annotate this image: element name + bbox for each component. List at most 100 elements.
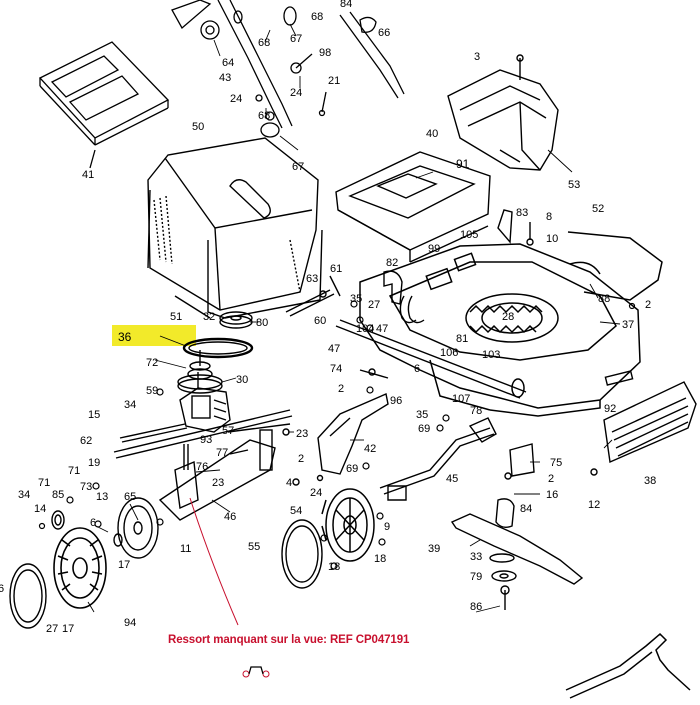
- part-label: 73: [80, 481, 92, 493]
- part-label: 2: [338, 383, 344, 395]
- part-label: 34: [18, 489, 30, 501]
- part-label: 23: [296, 428, 308, 440]
- side-discharge-plate: [603, 370, 697, 464]
- part-label: 91: [456, 157, 470, 171]
- part-label: 71: [68, 465, 80, 477]
- part-label: 30: [236, 374, 248, 386]
- part-label: 6: [414, 363, 420, 375]
- part-label: 34: [124, 399, 136, 411]
- part-label: 83: [516, 207, 528, 219]
- rear-drive-gear: [51, 497, 159, 559]
- part-label: 17: [62, 623, 74, 635]
- spring-icon: [242, 664, 270, 680]
- part-label: 94: [124, 617, 136, 629]
- part-label: 36: [118, 330, 132, 344]
- part-label: 67: [290, 33, 302, 45]
- part-label: 2: [298, 453, 304, 465]
- part-label: 37: [622, 319, 634, 331]
- part-label: 59: [146, 385, 158, 397]
- part-label: 52: [592, 203, 604, 215]
- part-label: 18: [374, 553, 386, 565]
- part-label: 35: [350, 293, 362, 305]
- part-label: 65: [124, 491, 136, 503]
- part-label: 79: [470, 571, 482, 583]
- part-label: 69: [346, 463, 358, 475]
- part-label: 86: [470, 601, 482, 613]
- grass-box-lid: [38, 41, 170, 169]
- part-label: 68: [311, 11, 323, 23]
- part-label: 2: [548, 473, 554, 485]
- part-label: 68: [258, 37, 270, 49]
- part-label: 50: [192, 121, 204, 133]
- part-label: 69: [418, 423, 430, 435]
- part-label: 74: [330, 363, 342, 375]
- part-label: 68: [258, 110, 270, 122]
- part-label: 71: [38, 477, 50, 489]
- part-label: 93: [200, 434, 212, 446]
- part-label: 15: [88, 409, 100, 421]
- part-label: 80: [256, 317, 268, 329]
- part-label: 57: [222, 425, 234, 437]
- part-label: 88: [598, 293, 610, 305]
- part-label: 103: [482, 349, 500, 361]
- front-axle: [379, 417, 497, 501]
- part-label: 24: [230, 93, 242, 105]
- discharge-chute: [317, 393, 389, 475]
- part-labels: 84 66 68 67 68 64 98 43 24 24 21 3 68 67…: [0, 0, 656, 635]
- part-label: 92: [604, 403, 616, 415]
- rear-wheel: [53, 527, 107, 609]
- lower-handle-sketch: [565, 632, 691, 699]
- front-wheel: [321, 488, 375, 562]
- part-label: 9: [384, 521, 390, 533]
- part-label: 99: [428, 243, 440, 255]
- part-label: 106: [440, 347, 458, 359]
- part-label: 24: [290, 87, 302, 99]
- part-label: 13: [96, 491, 108, 503]
- note-leader-line: [189, 497, 239, 626]
- part-label: 23: [212, 477, 224, 489]
- gearbox: [179, 372, 231, 433]
- part-label: 4: [286, 477, 292, 489]
- part-label: 12: [588, 499, 600, 511]
- leader-lines: [87, 23, 621, 613]
- part-label: 72: [146, 357, 158, 369]
- part-label: 38: [644, 475, 656, 487]
- part-label: 53: [568, 179, 580, 191]
- part-label: 17: [118, 559, 130, 571]
- part-label: 43: [219, 72, 231, 84]
- hardware-fasteners: [38, 300, 636, 570]
- mower-deck: [359, 231, 663, 417]
- part-label: 33: [470, 551, 482, 563]
- part-label: 16: [546, 489, 558, 501]
- part-label: 24: [310, 487, 322, 499]
- part-label: 84: [340, 0, 352, 10]
- part-label: 60: [314, 315, 326, 327]
- upper-handle: [171, 0, 405, 138]
- part-label: 85: [52, 489, 64, 501]
- part-label: 6: [0, 583, 4, 595]
- part-label: 96: [390, 395, 402, 407]
- part-label: 39: [428, 543, 440, 555]
- part-label: 76: [196, 461, 208, 473]
- part-label: 67: [292, 161, 304, 173]
- part-label: 64: [222, 57, 234, 69]
- part-label: 11: [180, 543, 191, 555]
- part-label: 42: [364, 443, 376, 455]
- part-label: 75: [550, 457, 562, 469]
- part-label: 61: [330, 263, 342, 275]
- part-label: 10: [546, 233, 558, 245]
- part-label: 28: [502, 311, 514, 323]
- part-label: 54: [290, 505, 302, 517]
- part-label: 78: [470, 405, 482, 417]
- part-label: 107: [452, 393, 470, 405]
- part-label: 66: [378, 27, 390, 39]
- part-label: 40: [426, 128, 438, 140]
- part-label: 47: [328, 343, 340, 355]
- part-label: 35: [416, 409, 428, 421]
- part-label: 63: [306, 273, 318, 285]
- blade-assembly: [450, 513, 584, 610]
- part-label: 41: [82, 169, 94, 181]
- rear-axle: [113, 409, 324, 521]
- part-label: 8: [546, 211, 552, 223]
